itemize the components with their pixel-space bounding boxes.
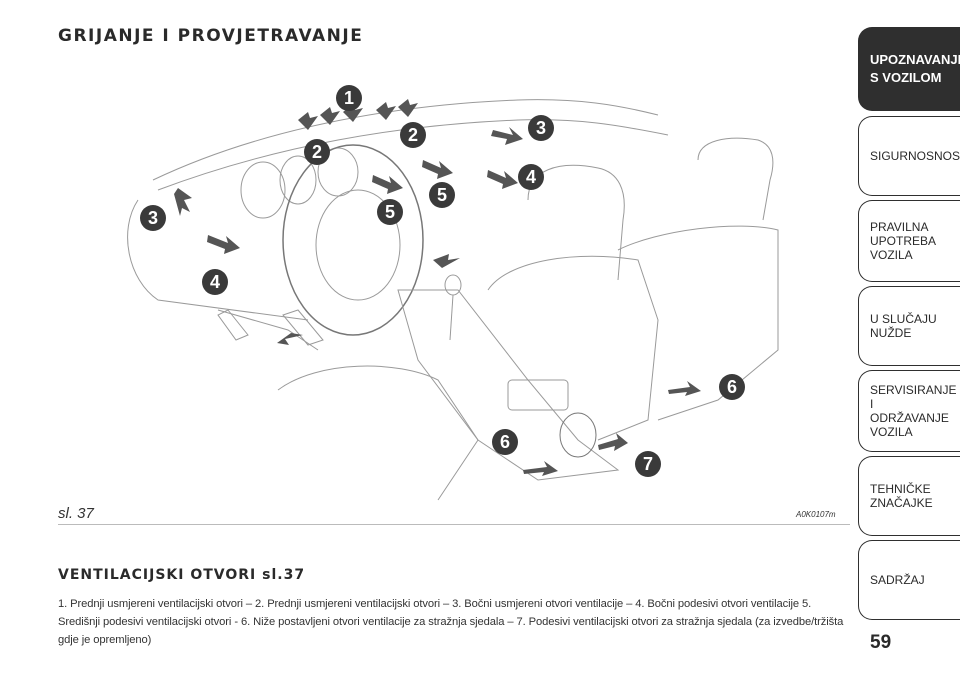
airflow-arrow [433, 254, 460, 268]
callout-6: 6 [727, 377, 737, 397]
airflow-arrow [376, 102, 396, 120]
callout-5: 5 [437, 185, 447, 205]
front-seat-back-right [617, 225, 779, 421]
callout-4: 4 [526, 167, 536, 187]
airflow-arrow [207, 235, 240, 254]
tab-sadrzaj[interactable]: SADRŽAJ [858, 540, 960, 620]
callout-1: 1 [344, 88, 354, 108]
figure-label: sl. 37 [58, 505, 94, 522]
callout-3-circle [528, 115, 554, 141]
vent-description: 1. Prednji usmjereni ventilacijski otvor… [58, 598, 844, 646]
floor-line [217, 309, 319, 351]
airflow-arrow [668, 381, 701, 396]
subsection-title: VENTILACIJSKI OTVORI sl.37 [58, 567, 306, 583]
front-seat-back [487, 255, 659, 441]
callout-6-circle [719, 374, 745, 400]
airflow-arrow [487, 170, 518, 189]
callout-2: 2 [312, 142, 322, 162]
tab-pravilna-upotreba[interactable]: PRAVILNA UPOTREBA VOZILA [858, 200, 960, 282]
airflow-arrow [598, 433, 628, 451]
airflow-arrow [372, 175, 403, 194]
callout-5-circle [377, 199, 403, 225]
page-number: 59 [870, 632, 892, 653]
figure-code: A0K0107m [796, 510, 836, 519]
callout-2-circle [400, 122, 426, 148]
callout-3-circle [140, 205, 166, 231]
instrument-dial [279, 155, 317, 205]
vent-diagram: 1 2 2 3 3 4 4 5 5 6 6 7 [58, 60, 848, 505]
steering-hub [315, 189, 401, 301]
callout-2-circle [304, 139, 330, 165]
callout-6: 6 [500, 432, 510, 452]
gear-knob [444, 274, 462, 296]
callout-4-circle [202, 269, 228, 295]
dashboard-illustration: 1 2 2 3 3 4 4 5 5 6 6 7 [127, 85, 779, 501]
tab-upoznavanje[interactable]: UPOZNAVANJE S VOZILOM [858, 27, 960, 111]
airflow-arrow [174, 188, 192, 216]
callout-7-circle [635, 451, 661, 477]
callout-5-circle [429, 182, 455, 208]
airflow-arrow [491, 127, 523, 145]
airflow-arrow [277, 333, 303, 345]
console-tray [507, 379, 569, 411]
dashboard-left-edge [127, 199, 309, 321]
callout-3: 3 [536, 118, 546, 138]
tab-sigurnosnost[interactable]: SIGURNOSNOST [858, 116, 960, 196]
steering-wheel [282, 144, 424, 336]
callout-group: 1 2 2 3 3 4 4 5 5 6 6 7 [140, 85, 745, 477]
tab-tehnicke-znacajke[interactable]: TEHNIČKE ZNAČAJKE [858, 456, 960, 536]
pedal [217, 309, 249, 341]
callout-4: 4 [210, 272, 220, 292]
airflow-arrow [523, 461, 558, 476]
section-title: GRIJANJE I PROVJETRAVANJE [58, 26, 364, 46]
airflow-arrows [174, 99, 701, 476]
dashboard-top-line [152, 99, 659, 181]
tab-u-slucaju-nuzde[interactable]: U SLUČAJU NUŽDE [858, 286, 960, 366]
airflow-arrow [422, 160, 453, 179]
airflow-arrow [320, 107, 340, 125]
callout-7: 7 [643, 454, 653, 474]
callout-6-circle [492, 429, 518, 455]
pedal [282, 309, 324, 346]
airflow-arrow [298, 112, 318, 130]
tab-servisiranje[interactable]: SERVISIRANJE I ODRŽAVANJE VOZILA [858, 370, 960, 452]
callout-4-circle [518, 164, 544, 190]
chapter-tabs: UPOZNAVANJE S VOZILOM SIGURNOSNOST PRAVI… [858, 0, 960, 677]
callout-2: 2 [408, 125, 418, 145]
gear-lever [449, 294, 454, 341]
seat-headrest [697, 137, 774, 221]
dashboard-top-line [157, 119, 669, 191]
callout-3: 3 [148, 208, 158, 228]
airflow-arrow [398, 99, 418, 117]
seat-cushion [277, 365, 479, 501]
callout-5: 5 [385, 202, 395, 222]
callout-1-circle [336, 85, 362, 111]
center-console [397, 289, 620, 481]
instrument-dial [240, 161, 286, 219]
rear-vent-round [559, 412, 597, 458]
figure-divider [58, 524, 850, 525]
